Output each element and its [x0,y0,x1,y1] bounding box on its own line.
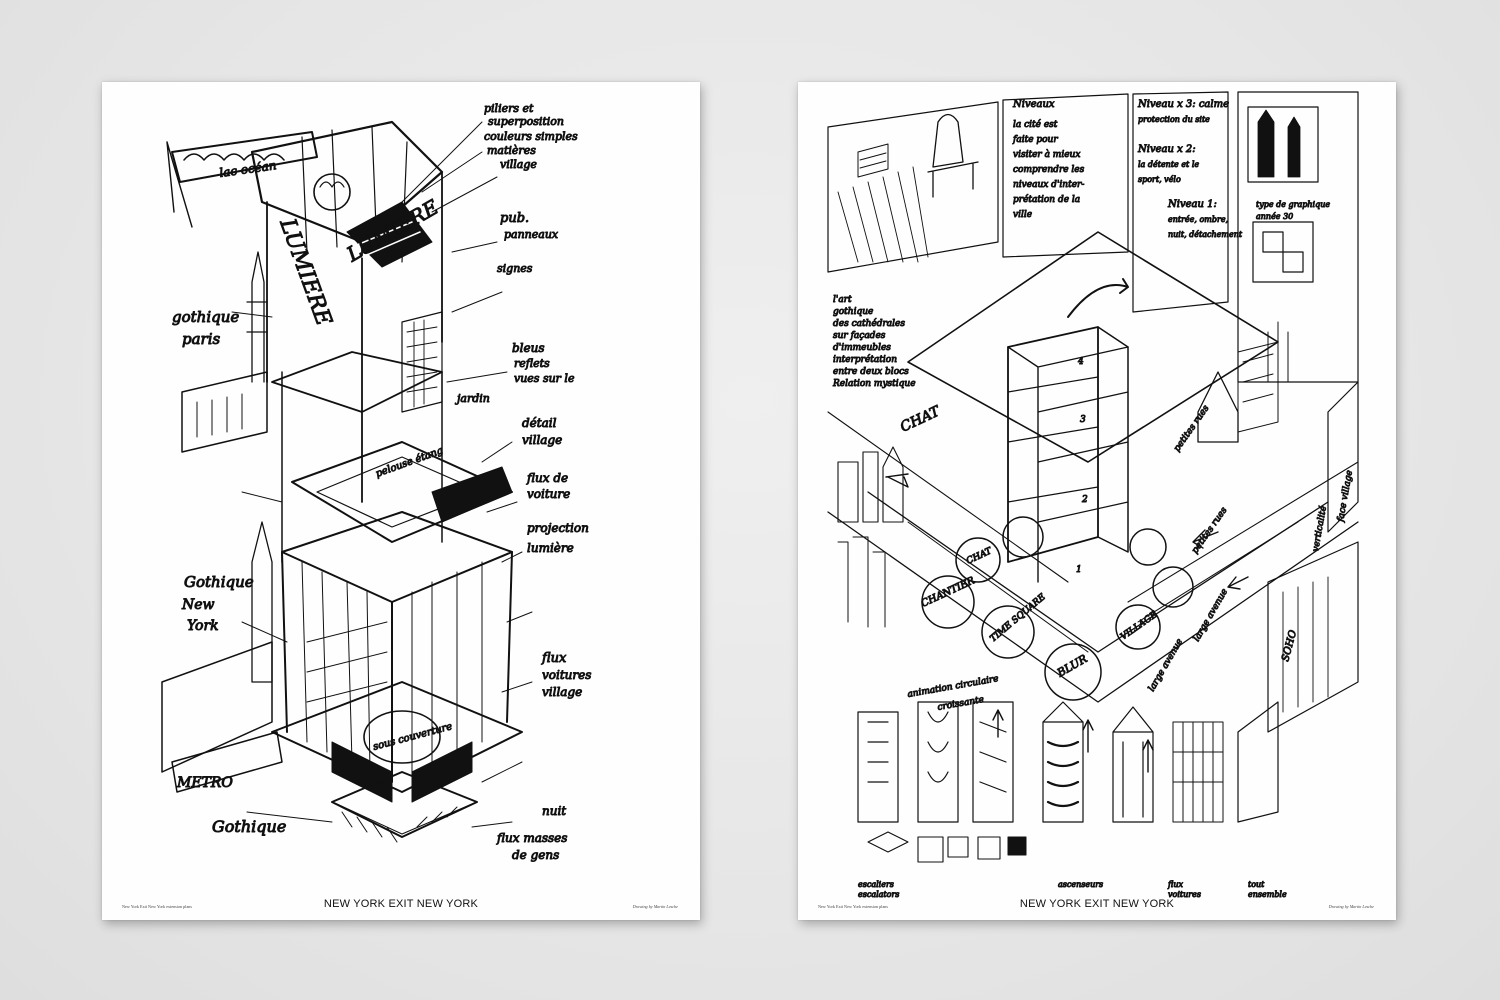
svg-text:entre deux blocs: entre deux blocs [833,367,909,377]
svg-text:flux de: flux de [526,471,568,485]
svg-text:entrée, ombre,: entrée, ombre, [1168,215,1228,224]
svg-text:couleurs simples: couleurs simples [484,130,578,143]
svg-text:escaliers: escaliers [858,880,894,889]
svg-text:village: village [542,685,582,699]
svg-text:ascenseurs: ascenseurs [1058,880,1103,889]
svg-text:tout: tout [1248,880,1265,889]
svg-text:paris: paris [182,330,221,348]
poster-title: NEW YORK EXIT NEW YORK [1019,898,1175,910]
svg-text:Niveau x 2:: Niveau x 2: [1137,144,1196,155]
svg-text:Relation mystique: Relation mystique [832,379,916,389]
svg-text:large avenue: large avenue [1147,637,1185,693]
svg-text:faite pour: faite pour [1012,135,1058,145]
svg-text:gothique: gothique [172,308,239,326]
poster-left: LUMIERE LUMIERE piliers et [102,82,700,920]
svg-text:superposition: superposition [488,115,564,128]
svg-text:projection: projection [527,521,589,535]
svg-text:York: York [187,618,219,634]
svg-text:voiture: voiture [527,487,570,501]
svg-text:village: village [500,158,537,171]
svg-text:flux: flux [541,651,567,666]
svg-text:CHAT: CHAT [965,546,994,567]
svg-text:voitures: voitures [542,668,591,682]
svg-text:BLUR: BLUR [1054,652,1089,680]
svg-text:protection du site: protection du site [1138,115,1210,124]
poster-caption: New York Exit New York extension plans [818,904,889,909]
svg-text:visiter à mieux: visiter à mieux [1013,149,1080,160]
svg-text:sous couverture: sous couverture [372,721,454,753]
svg-text:LUMIERE: LUMIERE [274,215,336,330]
svg-text:croissante: croissante [937,695,985,713]
svg-text:Niveau x 3: calme: Niveau x 3: calme [1137,99,1229,110]
svg-text:la cité est: la cité est [1013,119,1058,130]
svg-text:pub.: pub. [500,211,529,226]
svg-text:4: 4 [1077,357,1084,367]
isometric-tower-sketch: LUMIERE LUMIERE piliers et [161,102,592,863]
svg-text:détail: détail [522,416,557,430]
svg-text:sur façades: sur façades [833,331,886,341]
svg-text:interprétation: interprétation [833,354,897,365]
svg-text:VILLAGE: VILLAGE [1119,610,1160,643]
svg-text:Gothique: Gothique [212,817,286,836]
svg-text:d'immeubles: d'immeubles [833,343,891,353]
svg-text:2: 2 [1081,495,1088,505]
poster-credit: Drawing by Martin Lesche [1328,904,1374,909]
svg-text:large avenue: large avenue [1192,587,1230,643]
svg-text:gothique: gothique [833,307,873,317]
svg-text:l'art: l'art [833,295,852,305]
svg-text:vues sur le: vues sur le [514,372,575,385]
svg-text:Gothique: Gothique [184,573,254,591]
svg-text:comprendre les: comprendre les [1013,165,1085,175]
svg-text:la détente et le: la détente et le [1138,160,1199,169]
svg-text:3: 3 [1080,415,1086,425]
svg-text:type de graphique: type de graphique [1256,200,1330,209]
svg-text:sport, vélo: sport, vélo [1138,175,1181,184]
svg-text:New: New [181,597,215,613]
svg-text:1: 1 [1076,565,1082,575]
svg-text:nuit: nuit [542,804,566,818]
svg-text:CHAT: CHAT [898,403,944,436]
svg-text:de gens: de gens [512,848,559,862]
svg-text:signes: signes [497,262,533,275]
svg-text:face village: face village [1336,469,1355,523]
poster-credit: Drawing by Martin Lesche [632,904,678,909]
poster-right: 4 3 2 1 CHANTIER TIME SQUARE BLUR VILLAG… [798,82,1396,920]
svg-text:ensemble: ensemble [1248,890,1287,899]
svg-text:des cathédrales: des cathédrales [833,318,905,329]
svg-text:TIME SQUARE: TIME SQUARE [989,592,1049,644]
svg-text:village: village [522,433,562,447]
svg-text:Niveaux: Niveaux [1012,99,1055,110]
svg-text:Niveau 1:: Niveau 1: [1167,199,1217,210]
svg-text:reflets: reflets [514,357,550,370]
svg-text:bleus: bleus [512,341,545,355]
svg-text:pelouse étang: pelouse étang [374,445,444,480]
svg-text:prétation de la: prétation de la [1013,194,1080,205]
svg-text:CHANTIER: CHANTIER [920,575,977,610]
svg-text:escalators: escalators [858,890,899,899]
svg-text:nuit, détachement: nuit, détachement [1168,230,1243,239]
svg-text:panneaux: panneaux [504,228,559,241]
svg-text:lac océan: lac océan [218,158,277,180]
svg-text:flux: flux [1167,880,1183,889]
svg-text:année 30: année 30 [1256,212,1293,221]
svg-text:METRO: METRO [176,775,233,791]
svg-text:voitures: voitures [1168,890,1201,899]
svg-text:animation circulaire: animation circulaire [907,674,1000,700]
svg-text:matières: matières [487,144,536,157]
tower-crossroads-sketch: 4 3 2 1 CHANTIER TIME SQUARE BLUR VILLAG… [827,91,1359,900]
svg-text:petites rues: petites rues [1190,505,1229,555]
poster-title: NEW YORK EXIT NEW YORK [323,898,479,910]
svg-text:ville: ville [1013,210,1032,220]
svg-text:petites rues: petites rues [1172,403,1211,453]
svg-text:piliers et: piliers et [484,102,534,115]
svg-text:lumière: lumière [527,541,574,555]
svg-text:niveaux d'inter-: niveaux d'inter- [1013,180,1084,190]
svg-text:jardin: jardin [454,392,490,405]
svg-text:flux masses: flux masses [496,831,567,845]
poster-caption: New York Exit New York extension plans [122,904,193,909]
